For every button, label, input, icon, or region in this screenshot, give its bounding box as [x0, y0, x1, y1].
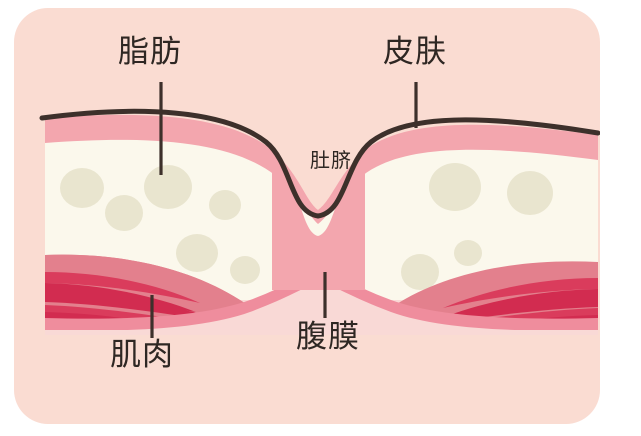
fat-cell	[454, 240, 482, 266]
skin-outline	[39, 108, 600, 219]
fat-cell	[144, 165, 192, 209]
fat-cell	[176, 234, 218, 272]
label-navel: 肚脐	[310, 148, 352, 172]
muscle-fiber	[443, 278, 598, 308]
label-skin: 皮肤	[383, 34, 447, 70]
label-fat: 脂肪	[118, 34, 182, 70]
fat-cell	[230, 256, 260, 284]
fat-cell	[209, 190, 241, 220]
navel-inner	[285, 232, 352, 288]
label-peritoneum: 腹膜	[296, 319, 360, 355]
fat-cell	[429, 163, 481, 211]
fat-cell-group	[60, 163, 553, 309]
fat-cell	[401, 254, 439, 290]
fat-cell	[105, 195, 143, 231]
muscle-fiber	[45, 272, 200, 303]
label-muscle: 肌肉	[110, 337, 174, 373]
fat-cell	[60, 168, 104, 208]
fat-cell	[507, 171, 553, 215]
